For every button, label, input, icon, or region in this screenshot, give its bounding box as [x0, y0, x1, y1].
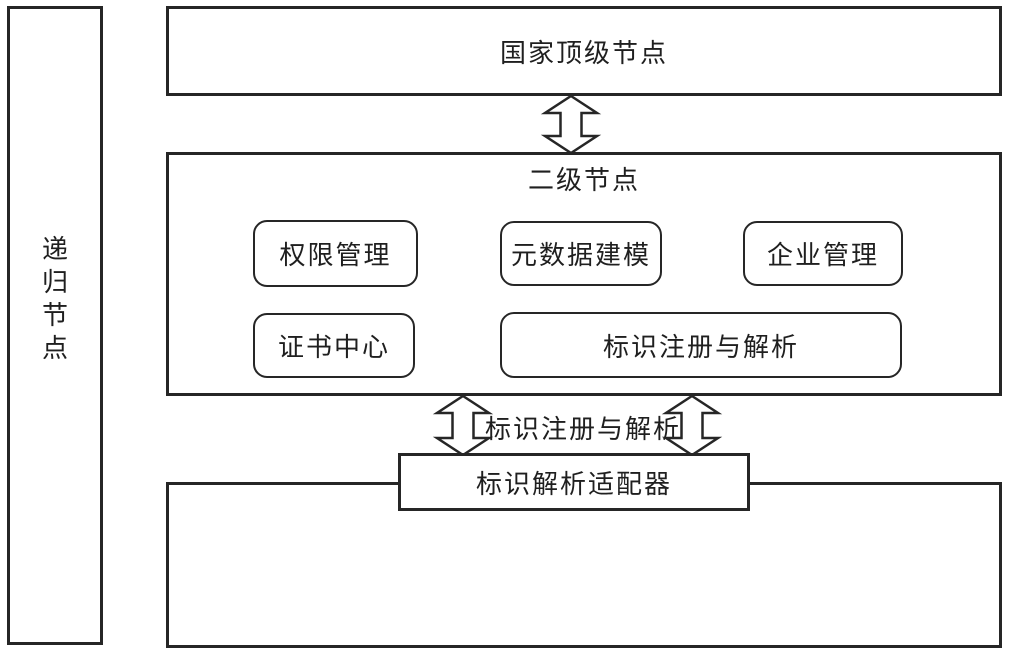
- link-label-id-registration-resolution: 标识注册与解析: [484, 415, 682, 444]
- double-arrow-icon: [661, 394, 723, 457]
- id-resolution-adapter-box: 标识解析适配器: [398, 453, 750, 511]
- recursive-node-box: 递归节点: [7, 6, 103, 645]
- module-metadata-modeling: 元数据建模: [500, 221, 662, 286]
- double-arrow-icon: [432, 394, 494, 457]
- module-certificate-center: 证书中心: [253, 313, 415, 378]
- recursive-node-label: 递归节点: [41, 235, 68, 363]
- module-permission-management: 权限管理: [253, 220, 418, 287]
- module-enterprise-management: 企业管理: [743, 221, 903, 286]
- module-id-registration-resolution: 标识注册与解析: [500, 312, 902, 378]
- national-top-node-label: 国家顶级节点: [499, 38, 668, 68]
- second-level-node-label: 二级节点: [527, 166, 641, 195]
- double-arrow-icon: [540, 94, 602, 155]
- national-top-node-box: 国家顶级节点: [166, 6, 1002, 96]
